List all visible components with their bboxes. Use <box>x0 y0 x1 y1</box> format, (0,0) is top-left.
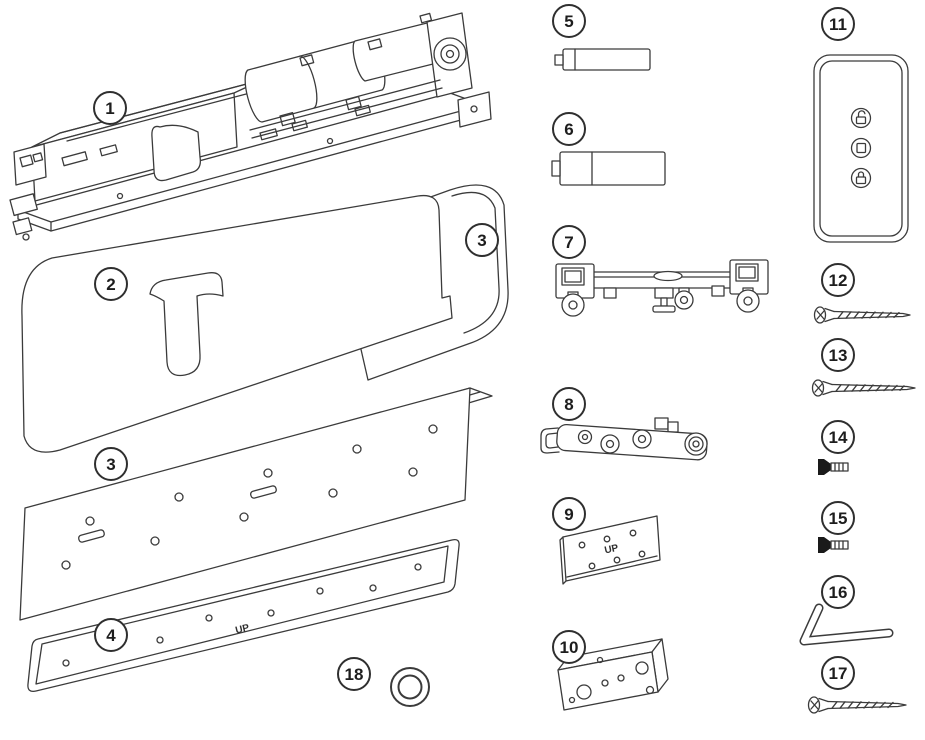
part-label-5: 5 <box>552 4 586 38</box>
part-label-8: 8 <box>552 387 586 421</box>
part-label-14: 14 <box>821 420 855 454</box>
part-label-1: 1 <box>93 91 127 125</box>
remote-lock-button <box>850 167 872 189</box>
part-label-11: 11 <box>821 7 855 41</box>
lock-icon <box>855 171 867 185</box>
setscrew-15-drawing <box>818 537 849 553</box>
remote-control-drawing <box>813 54 909 243</box>
part-label-17: 17 <box>821 656 855 690</box>
part-label-18: 18 <box>337 657 371 691</box>
cover-rail-drawing: UP <box>27 538 460 692</box>
door-icon <box>856 142 867 154</box>
mounting-plate-drawing <box>19 387 493 621</box>
roller-bracket-drawing <box>555 259 769 317</box>
setscrew-14-drawing <box>818 459 849 475</box>
part-label-10: 10 <box>552 630 586 664</box>
part-label-6: 6 <box>552 112 586 146</box>
part-label-13: 13 <box>821 338 855 372</box>
remote-stop-button <box>850 137 872 159</box>
o-ring-drawing <box>390 667 430 707</box>
part-label-9: 9 <box>552 497 586 531</box>
part-label-12: 12 <box>821 263 855 297</box>
screw-17-drawing <box>807 696 907 714</box>
roller-carriage-drawing <box>540 417 708 461</box>
drive-unit-drawing <box>9 12 492 241</box>
part-label-2: 2 <box>94 267 128 301</box>
battery-drawing <box>551 151 666 186</box>
screw-12-drawing <box>813 306 911 324</box>
part-label-3-plate: 3 <box>94 447 128 481</box>
part-label-15: 15 <box>821 501 855 535</box>
allen-key-drawing <box>799 603 894 646</box>
plate-up-text: UP <box>604 543 620 557</box>
part-label-4: 4 <box>94 618 128 652</box>
screw-13-drawing <box>811 379 916 397</box>
part-label-16: 16 <box>821 575 855 609</box>
remote-unlock-button <box>850 107 872 129</box>
strike-pin-drawing <box>554 48 651 71</box>
rail-up-text: UP <box>234 623 250 637</box>
part-label-7: 7 <box>552 225 586 259</box>
unlock-icon <box>855 110 867 125</box>
cover-drawing <box>21 194 453 453</box>
up-plate-drawing: UP <box>559 515 661 585</box>
part-label-3-panel: 3 <box>465 223 499 257</box>
